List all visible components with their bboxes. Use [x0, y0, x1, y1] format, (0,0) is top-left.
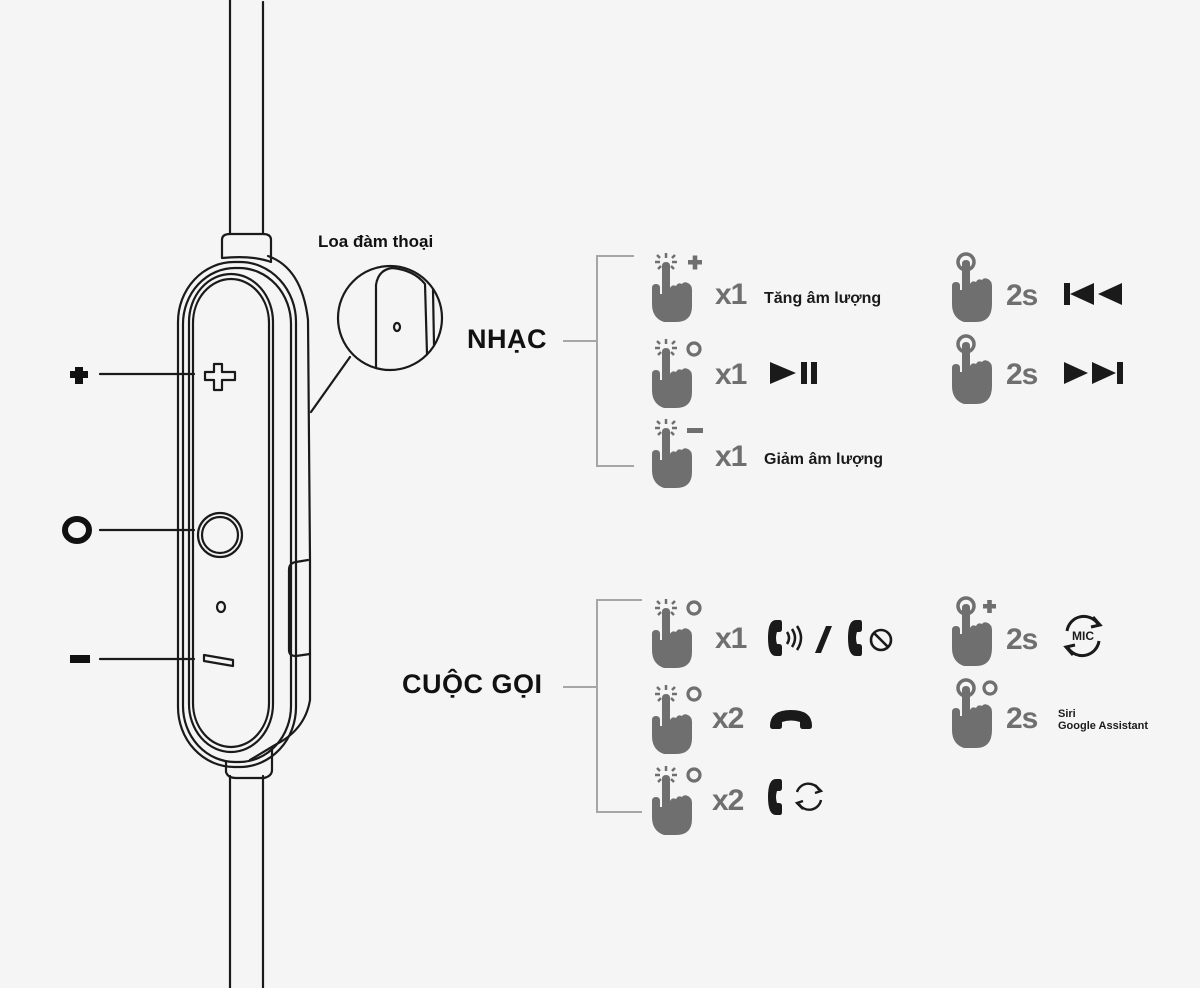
- tap-count: x2: [712, 702, 744, 735]
- separator-slash: [815, 626, 832, 653]
- tap-count: x1: [715, 440, 747, 473]
- volume-down-text: Giảm âm lượng: [764, 451, 883, 468]
- music-bracket-stub: [563, 340, 597, 342]
- mic-hole: [215, 600, 227, 614]
- tap-gesture-icon: [650, 765, 702, 835]
- hold-gesture-icon: [952, 252, 994, 322]
- center-button-inner: [200, 515, 240, 555]
- tap-gesture-icon: [650, 598, 702, 668]
- back-shell: [248, 254, 312, 762]
- previous-track-icon: [1064, 283, 1122, 305]
- tap-gesture-icon: [650, 684, 702, 754]
- speaker-callout-line: [309, 355, 352, 414]
- hold-gesture-icon: [952, 678, 998, 748]
- hold-duration: 2s: [1006, 702, 1038, 735]
- top-collar: [220, 232, 273, 264]
- remote-face-inner: [191, 277, 271, 749]
- minus-button-shape: [202, 653, 235, 668]
- voice-assistant-text: Siri Google Assistant: [1058, 708, 1148, 732]
- minus-symbol: [70, 655, 90, 663]
- hold-duration: 2s: [1006, 279, 1038, 312]
- calls-bracket-stub: [563, 686, 597, 688]
- play-pause-icon: [770, 362, 817, 384]
- reject-call-icon: [848, 620, 893, 656]
- speaker-label: Loa đàm thoại: [318, 232, 434, 251]
- speaker-zoom-edge: [374, 266, 429, 370]
- hold-gesture-icon: [952, 334, 994, 404]
- hold-duration: 2s: [1006, 358, 1038, 391]
- siri-label: Siri: [1058, 708, 1076, 720]
- remote-outer-rim: [181, 266, 293, 764]
- speaker-hole: [392, 321, 402, 333]
- tap-count: x2: [712, 784, 744, 817]
- calls-section-title: CUỘC GỌI: [402, 669, 543, 699]
- answer-call-icon: [768, 620, 803, 656]
- plus-button-shape: [203, 362, 237, 392]
- tap-gesture-icon: [650, 338, 702, 408]
- tap-count: x1: [715, 278, 747, 311]
- tap-gesture-icon: [650, 252, 702, 322]
- end-call-icon: [770, 710, 812, 729]
- mic-label: MIC: [1072, 629, 1094, 643]
- plus-symbol: [70, 367, 88, 384]
- mic-switch-icon: MIC: [1063, 614, 1103, 658]
- speaker-zoom-circle: [336, 264, 444, 372]
- tap-gesture-icon: [650, 418, 703, 488]
- switch-call-icon: [768, 779, 824, 815]
- remote-face-panel: [187, 272, 275, 754]
- volume-up-text: Tăng âm lượng: [764, 290, 882, 307]
- speaker-zoom-edge-2: [431, 288, 436, 347]
- tap-count: x1: [715, 358, 747, 391]
- calls-bracket: [596, 599, 642, 813]
- center-button-outer: [196, 511, 244, 559]
- answer-reject-call-icons: [768, 620, 893, 656]
- remote-outer-body: [176, 260, 298, 769]
- google-assistant-label: Google Assistant: [1058, 720, 1149, 732]
- music-section-title: NHẠC: [467, 324, 547, 354]
- side-slot: [287, 558, 312, 658]
- hold-gesture-icon: [952, 596, 996, 666]
- circle-symbol: [62, 516, 92, 544]
- bottom-collar: [224, 748, 274, 780]
- hold-duration: 2s: [1006, 623, 1038, 656]
- music-bracket: [596, 255, 634, 467]
- next-track-icon: [1064, 362, 1123, 384]
- tap-count: x1: [715, 622, 747, 655]
